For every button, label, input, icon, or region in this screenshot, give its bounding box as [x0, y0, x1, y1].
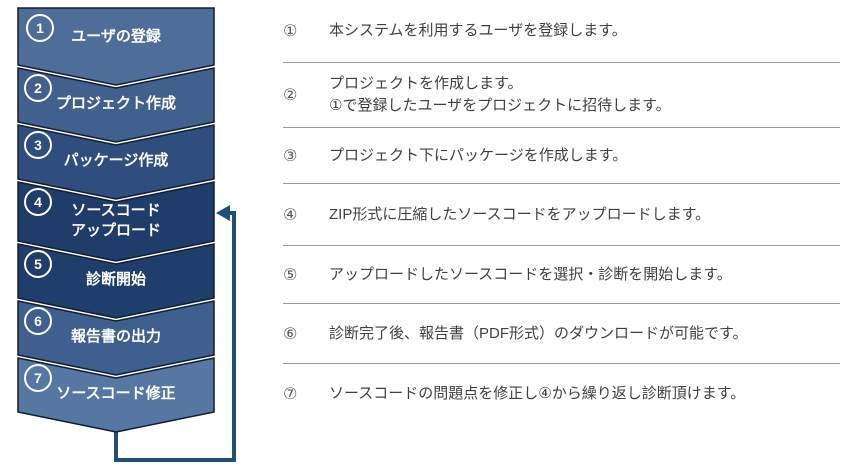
- step-chevron-2: プロジェクト作成: [18, 68, 214, 142]
- chevron-step-5: [17, 243, 215, 319]
- chevron-step-2: [17, 67, 215, 143]
- step-description-row: ② プロジェクトを作成します。 ①で登録したユーザをプロジェクトに招待します。: [283, 62, 840, 127]
- step-number-badge: 5: [24, 250, 52, 278]
- description-number: ②: [283, 87, 298, 104]
- step-label: ソースコード アップロード: [70, 201, 161, 239]
- step-number-badge: 6: [24, 307, 52, 335]
- loop-arrowhead-icon: [216, 205, 230, 221]
- description-text: 診断完了後、報告書（PDF形式）のダウンロードが可能です。: [329, 324, 748, 342]
- step-label: 診断開始: [85, 271, 146, 288]
- step-label: ソースコード修正: [56, 385, 176, 402]
- step-number-badge: 4: [24, 188, 52, 216]
- description-number: ①: [283, 23, 298, 40]
- step-description-row: ① 本システムを利用するユーザを登録します。: [283, 0, 840, 62]
- step-chevron-4: ソースコード アップロード: [18, 182, 214, 261]
- description-text: プロジェクトを作成します。 ①で登録したユーザをプロジェクトに招待します。: [329, 75, 671, 114]
- step-chevron-1: ユーザの登録: [18, 8, 214, 85]
- step-descriptions: ① 本システムを利用するユーザを登録します。 ② プロジェクトを作成します。 ①…: [283, 0, 840, 470]
- step-number-badge: 7: [24, 364, 52, 392]
- description-text: ZIP形式に圧縮したソースコードをアップロードします。: [329, 205, 711, 223]
- chevron-step-7: [17, 357, 215, 433]
- chevron-step-6: [17, 300, 215, 376]
- step-chevron-6: 報告書の出力: [18, 301, 214, 375]
- step-chevron-3: パッケージ作成: [18, 125, 214, 199]
- description-number: ③: [283, 147, 298, 165]
- description-number: ⑤: [283, 266, 298, 284]
- step-label: ユーザの登録: [71, 27, 161, 45]
- step-number-badge: 2: [24, 74, 52, 102]
- chevron-step-1: [17, 7, 215, 86]
- description-text: プロジェクト下にパッケージを作成します。: [329, 146, 628, 164]
- step-description-row: ⑥ 診断完了後、報告書（PDF形式）のダウンロードが可能です。: [283, 303, 840, 363]
- description-number: ⑥: [283, 325, 298, 343]
- flow-chevrons-graphic: [17, 7, 236, 462]
- step-number-badge: 3: [24, 131, 52, 159]
- description-text: アップロードしたソースコードを選択・診断を開始します。: [329, 265, 732, 283]
- chevron-step-4: [17, 181, 215, 262]
- description-number: ⑦: [283, 385, 298, 403]
- description-number: ④: [283, 206, 298, 224]
- step-description-row: ⑤ アップロードしたソースコードを選択・診断を開始します。: [283, 245, 840, 303]
- chevron-step-3: [17, 124, 215, 200]
- step-number-badge: 1: [26, 14, 54, 42]
- step-description-row: ③ プロジェクト下にパッケージを作成します。: [283, 127, 840, 183]
- step-description-row: ④ ZIP形式に圧縮したソースコードをアップロードします。: [283, 183, 840, 245]
- step-label: 報告書の出力: [70, 328, 161, 345]
- loop-arrow-icon: [114, 211, 236, 462]
- step-description-row: ⑦ ソースコードの問題点を修正し④から繰り返し診断頂けます。: [283, 363, 840, 423]
- description-text: ソースコードの問題点を修正し④から繰り返し診断頂けます。: [329, 384, 746, 402]
- step-chevron-5: 診断開始: [18, 244, 214, 318]
- step-label: プロジェクト作成: [55, 95, 176, 112]
- step-chevron-7: ソースコード修正: [18, 358, 214, 432]
- description-text: 本システムを利用するユーザを登録します。: [329, 22, 627, 39]
- step-label: パッケージ作成: [63, 152, 169, 169]
